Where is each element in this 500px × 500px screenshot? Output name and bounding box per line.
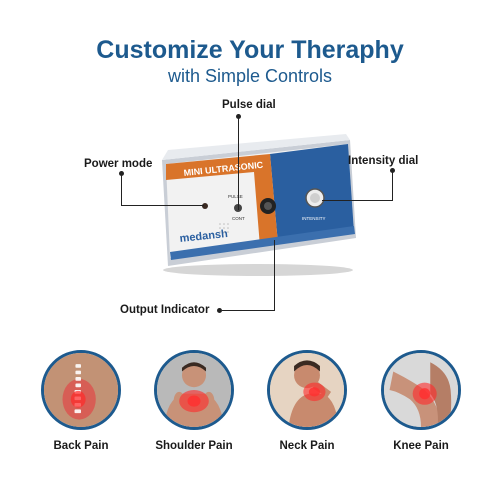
callout-pulse-dial: Pulse dial bbox=[222, 99, 276, 111]
neck-pain-label: Neck Pain bbox=[279, 440, 335, 452]
device-bottom-band bbox=[170, 226, 355, 260]
output-indicator-dot bbox=[217, 308, 222, 313]
callout-output-indicator: Output Indicator bbox=[120, 304, 210, 316]
device-top bbox=[162, 134, 350, 160]
knee-pain-image bbox=[381, 350, 461, 430]
speaker-grille bbox=[219, 223, 229, 233]
cont-text: CONT bbox=[232, 216, 245, 221]
output-indicator-line bbox=[222, 240, 275, 311]
device-shadow bbox=[163, 264, 353, 276]
device-orange-stripe bbox=[166, 154, 278, 247]
pulse-text: PULSE bbox=[228, 194, 243, 199]
power-indicator-light bbox=[202, 203, 208, 209]
title-line-1: Customize Your Theraphy bbox=[96, 36, 404, 64]
intensity-text: INTENSITY bbox=[302, 216, 326, 221]
ultrasonic-device-image: MINI ULTRASONIC medansh PULSE CONT INTEN… bbox=[162, 134, 356, 276]
power-mode-dot bbox=[119, 171, 124, 176]
back-pain-image bbox=[41, 350, 121, 430]
intensity-dial-line bbox=[322, 170, 393, 201]
knee-pain-label: Knee Pain bbox=[393, 440, 449, 452]
pulse-dial-line bbox=[238, 117, 239, 210]
shoulder-pain-image bbox=[154, 350, 234, 430]
callout-power-mode: Power mode bbox=[84, 158, 153, 170]
callout-intensity-dial: Intensity dial bbox=[348, 155, 419, 167]
shoulder-pain-label: Shoulder Pain bbox=[155, 440, 233, 452]
brand-logo-text: medansh bbox=[179, 228, 229, 245]
title-line-2: with Simple Controls bbox=[167, 66, 333, 86]
pulse-dial-dot bbox=[236, 114, 241, 119]
neck-pain-image bbox=[267, 350, 347, 430]
power-mode-line bbox=[121, 173, 204, 206]
intensity-dial-dot bbox=[390, 168, 395, 173]
back-pain-label: Back Pain bbox=[53, 440, 109, 452]
